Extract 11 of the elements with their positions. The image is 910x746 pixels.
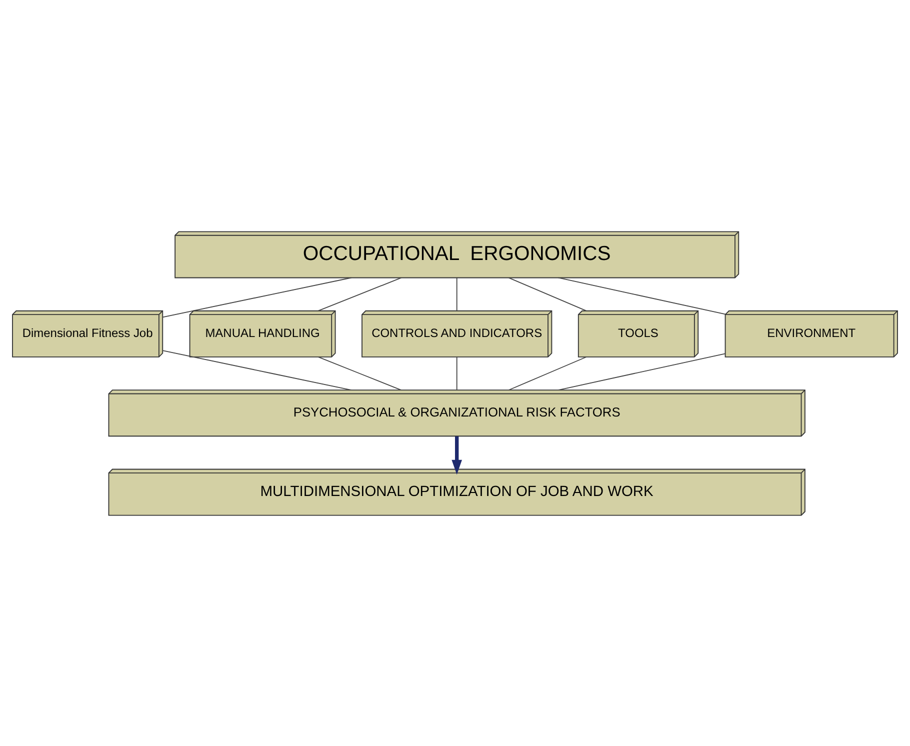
arrow [452,436,462,474]
connector [456,356,458,390]
connector [162,350,352,390]
connector [508,356,587,390]
connector [456,277,458,311]
connector [162,276,352,318]
connector [508,276,587,311]
connector [318,276,402,311]
connector [558,352,726,390]
connector [318,356,402,390]
connector [558,276,726,314]
